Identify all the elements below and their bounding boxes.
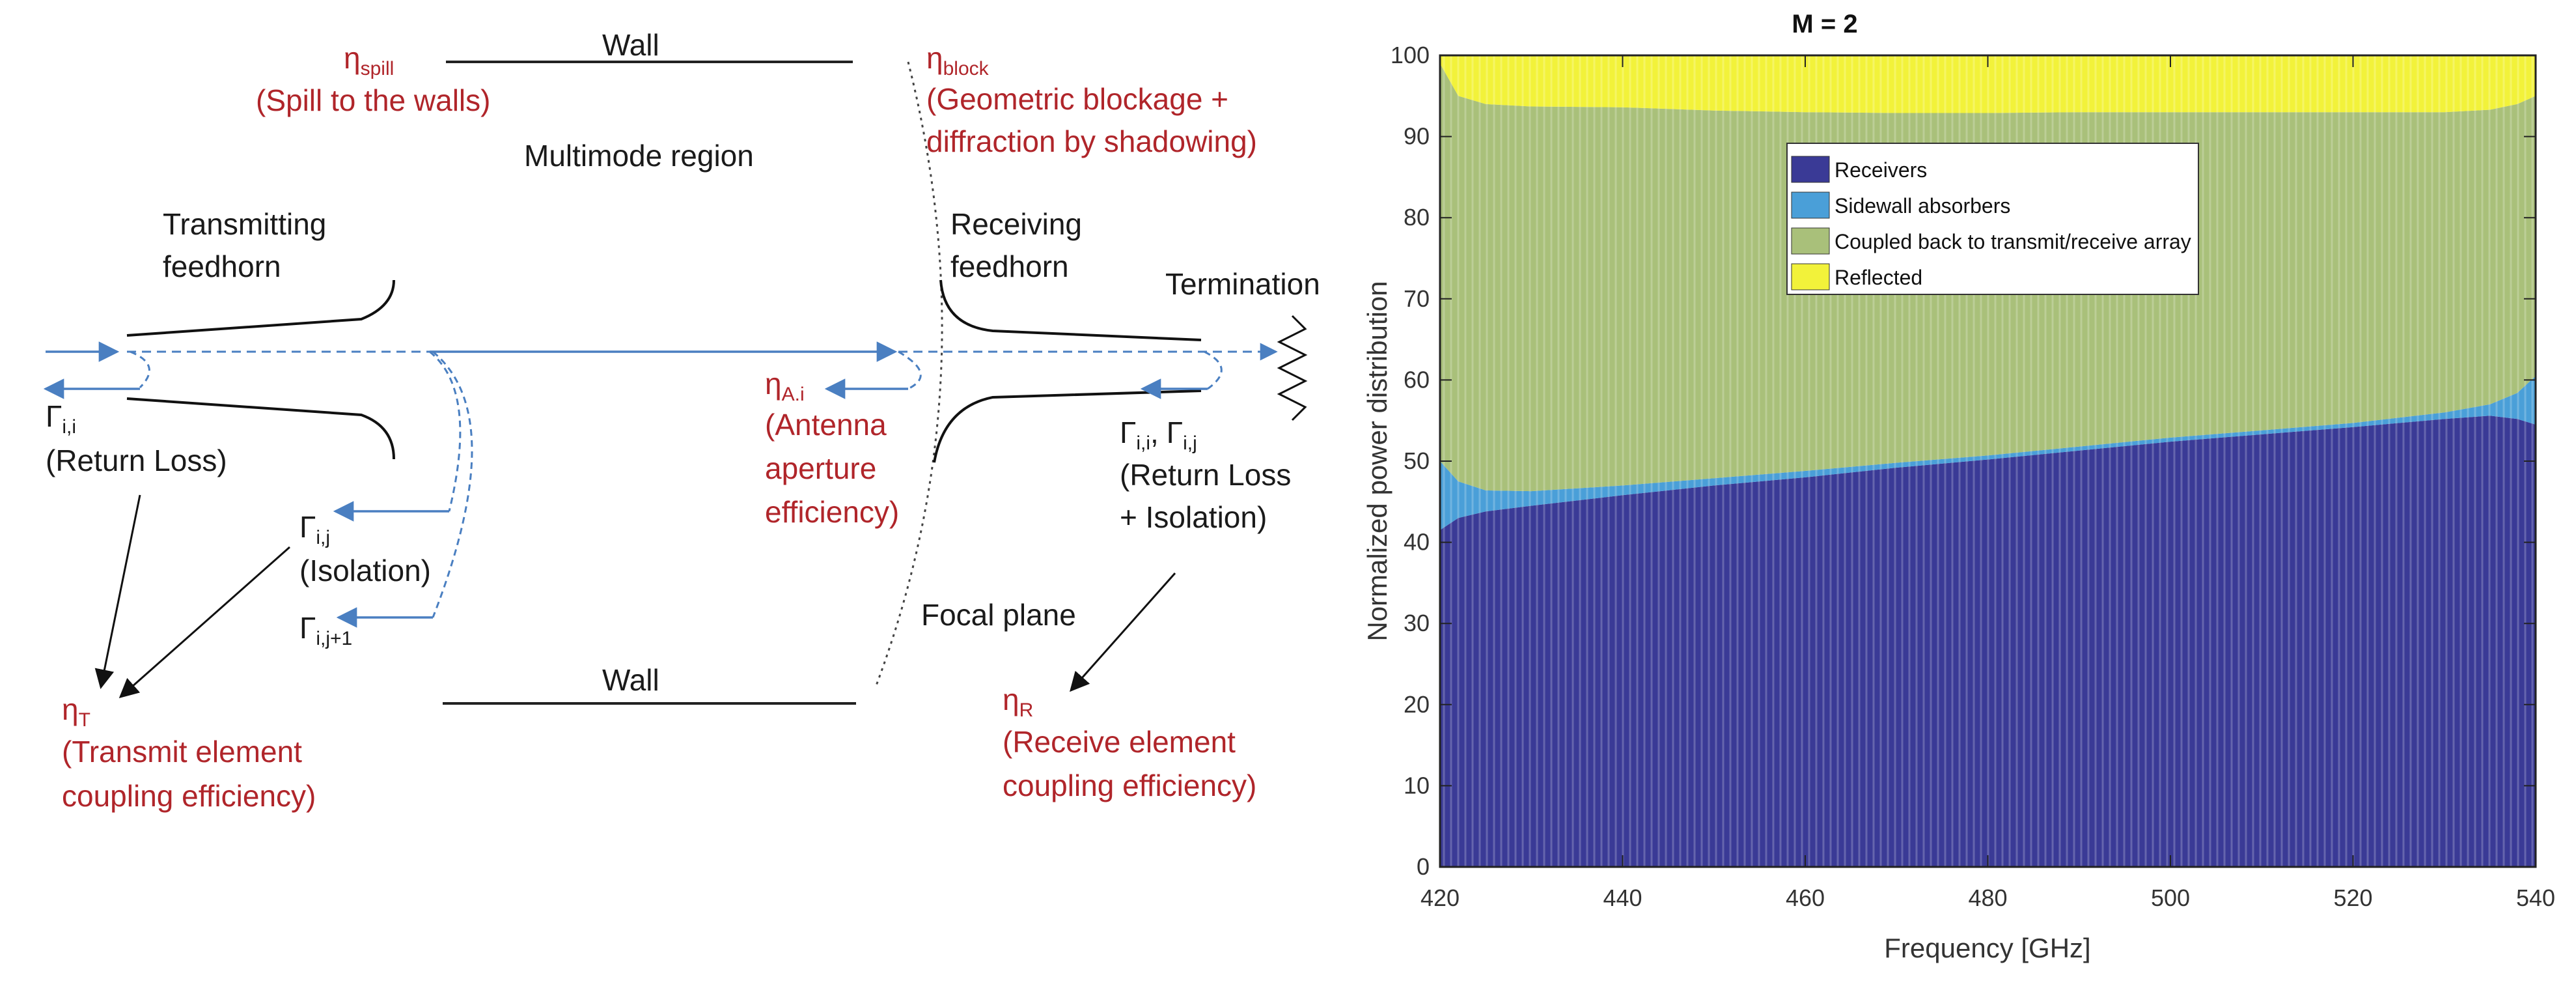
- receive-to-eta-r-arrow: [1070, 573, 1176, 692]
- eta-receive-desc: (Receive element coupling efficiency): [1003, 725, 1256, 802]
- y-axis-title: Normalized power distribution: [1362, 281, 1392, 641]
- legend-label: Reflected: [1835, 266, 1922, 289]
- y-axis-ticks: 0 10 20 30 40 50 60 70 80 90 100: [1391, 42, 2536, 880]
- eta-aperture-desc: (Antenna aperture efficiency): [765, 408, 899, 529]
- return-loss-loop: [130, 350, 150, 389]
- legend-box: [1786, 143, 2199, 295]
- y-tick-label: 70: [1404, 285, 1430, 312]
- legend-label: Receivers: [1835, 158, 1927, 182]
- eta-spill-desc: (Spill to the walls): [256, 83, 490, 117]
- x-tick-label: 460: [1786, 884, 1825, 911]
- termination-label: Termination: [1165, 267, 1320, 301]
- transmit-feedhorn-label: Transmitting feedhorn: [163, 207, 335, 283]
- termination-zigzag: [1277, 315, 1308, 421]
- top-wall-label: Wall: [602, 28, 659, 62]
- y-tick-label: 50: [1404, 447, 1430, 474]
- x-tick-label: 480: [1968, 884, 2007, 911]
- eta-transmit-desc: (Transmit element coupling efficiency): [62, 735, 316, 813]
- y-tick-label: 60: [1404, 366, 1430, 393]
- y-tick-label: 100: [1391, 42, 1430, 68]
- focal-plane-label: Focal plane: [921, 598, 1076, 632]
- legend-label: Coupled back to transmit/receive array: [1835, 230, 2191, 253]
- gamma-next-symbol: Γi,j+1: [299, 611, 352, 649]
- x-tick-label: 440: [1603, 884, 1642, 911]
- x-tick-label: 500: [2151, 884, 2190, 911]
- eta-block-desc: (Geometric blockage + diffraction by sha…: [926, 82, 1257, 158]
- schematic-diagram: Wall Wall: [43, 28, 1320, 813]
- gamma-isolation-symbol: Γi,j: [299, 510, 330, 548]
- gamma-receive-pair-desc: (Return Loss + Isolation): [1120, 458, 1299, 534]
- x-axis-ticks: 420 440 460 480 500 520 540: [1420, 55, 2555, 911]
- legend-swatch: [1791, 263, 1830, 290]
- gamma-receive-pair-symbol: Γi,i,Γi,j: [1120, 416, 1197, 454]
- y-tick-label: 80: [1404, 204, 1430, 231]
- eta-transmit-symbol: ηT: [62, 692, 90, 731]
- legend-swatch: [1791, 156, 1830, 183]
- y-tick-label: 90: [1404, 123, 1430, 150]
- eta-receive-symbol: ηR: [1003, 683, 1033, 721]
- eta-spill-symbol: ηspill: [344, 41, 394, 79]
- isolation-next-loop: [432, 350, 473, 618]
- y-tick-label: 10: [1404, 772, 1430, 799]
- x-tick-label: 420: [1420, 884, 1460, 911]
- aperture-loop: [898, 350, 922, 390]
- multimode-region-label: Multimode region: [524, 139, 754, 173]
- area-series-0: [1440, 416, 2536, 867]
- y-tick-label: 0: [1417, 853, 1430, 880]
- receive-return-loop: [1204, 350, 1223, 390]
- bottom-wall-label: Wall: [602, 663, 659, 697]
- eta-block-symbol: ηblock: [926, 41, 990, 79]
- transmit-feedhorn-top: [126, 279, 395, 337]
- isolation-to-eta-t-arrow: [118, 546, 290, 698]
- area-series-3: [1440, 55, 2536, 113]
- gamma-return-loss-desc: (Return Loss): [46, 444, 227, 477]
- focal-plane-arc: [874, 61, 943, 688]
- gamma-isolation-desc: (Isolation): [299, 554, 431, 587]
- return-loss-to-eta-t-arrow: [94, 494, 141, 689]
- gamma-return-loss-symbol: Γi,i: [46, 399, 76, 438]
- legend-swatch: [1791, 227, 1830, 255]
- transmit-feedhorn-bottom: [126, 397, 395, 460]
- eta-aperture-symbol: ηA.i: [765, 367, 805, 405]
- y-tick-label: 40: [1404, 529, 1430, 556]
- y-tick-label: 30: [1404, 610, 1430, 636]
- receive-feedhorn-top: [939, 279, 1202, 341]
- receive-feedhorn-label: Receiving feedhorn: [950, 207, 1090, 283]
- isolation-loop: [429, 350, 462, 512]
- y-tick-label: 20: [1404, 691, 1430, 718]
- power-distribution-chart: M = 2 0 10 20 30 40 50 60 70 80 90 100 420 440 460 48…: [1362, 10, 2555, 963]
- receive-feedhorn-bottom: [933, 389, 1202, 463]
- x-tick-label: 540: [2516, 884, 2555, 911]
- x-tick-label: 520: [2333, 884, 2372, 911]
- legend-swatch: [1791, 191, 1830, 219]
- x-axis-title: Frequency [GHz]: [1884, 933, 2090, 963]
- chart-title: M = 2: [1792, 10, 1857, 38]
- legend-label: Sidewall absorbers: [1835, 194, 2010, 218]
